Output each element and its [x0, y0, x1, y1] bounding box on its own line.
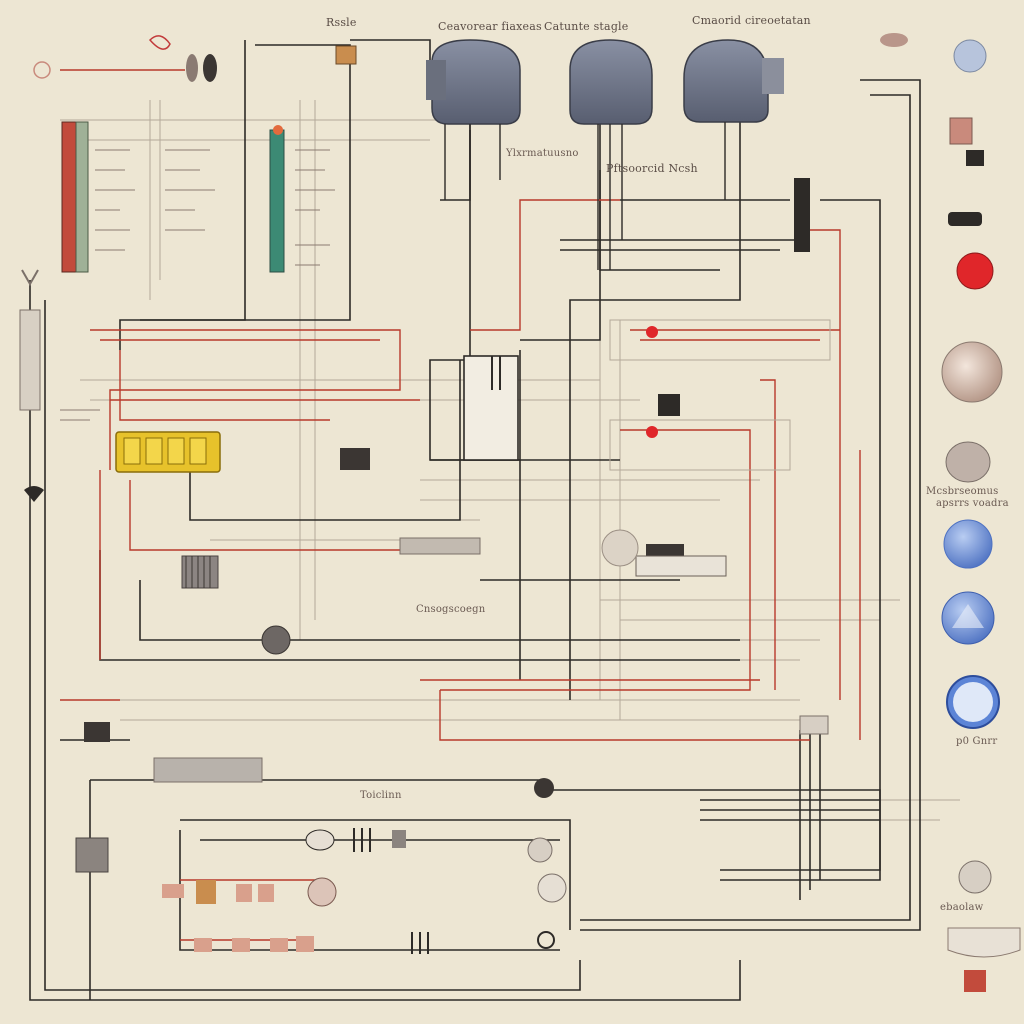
gauge-icon: [426, 39, 521, 200]
label-bottom-b: Cnsogscoegn: [416, 604, 486, 615]
label-right-b: apsrrs voadra: [936, 498, 1009, 509]
connector-icon: [33, 35, 357, 82]
bulb-icon: [19, 269, 44, 502]
label-top-a: Rssle: [326, 16, 357, 29]
relay-icon: [340, 355, 519, 470]
gauge-icon: [683, 39, 784, 200]
red-wires: [60, 69, 861, 941]
gauge-icon: [569, 39, 653, 270]
label-top-d: Cmaorid cireoetatan: [692, 14, 811, 27]
label-bottom-a: Toiclinn: [360, 790, 402, 801]
label-mid-a: Ylxrmatuusno: [506, 148, 579, 159]
terminal-strip: [61, 121, 285, 273]
label-right-c: p0 Gnrr: [956, 736, 998, 747]
bottom-components: [75, 529, 829, 954]
faint-text-block: [60, 149, 335, 421]
label-top-b: Ceavorear fiaxeas: [438, 20, 542, 33]
right-column-icons: [880, 33, 1021, 992]
fuse-block-icon: [115, 431, 221, 473]
label-bottom-c: ebaolaw: [940, 902, 984, 913]
coil-icon: [181, 555, 291, 655]
label-right-a: Mcsbrseomus: [926, 486, 999, 497]
switch-icon: [609, 178, 831, 577]
label-top-c: Catunte stagle: [544, 20, 629, 33]
label-mid-b: Pftsoorcid Ncsh: [606, 162, 698, 175]
